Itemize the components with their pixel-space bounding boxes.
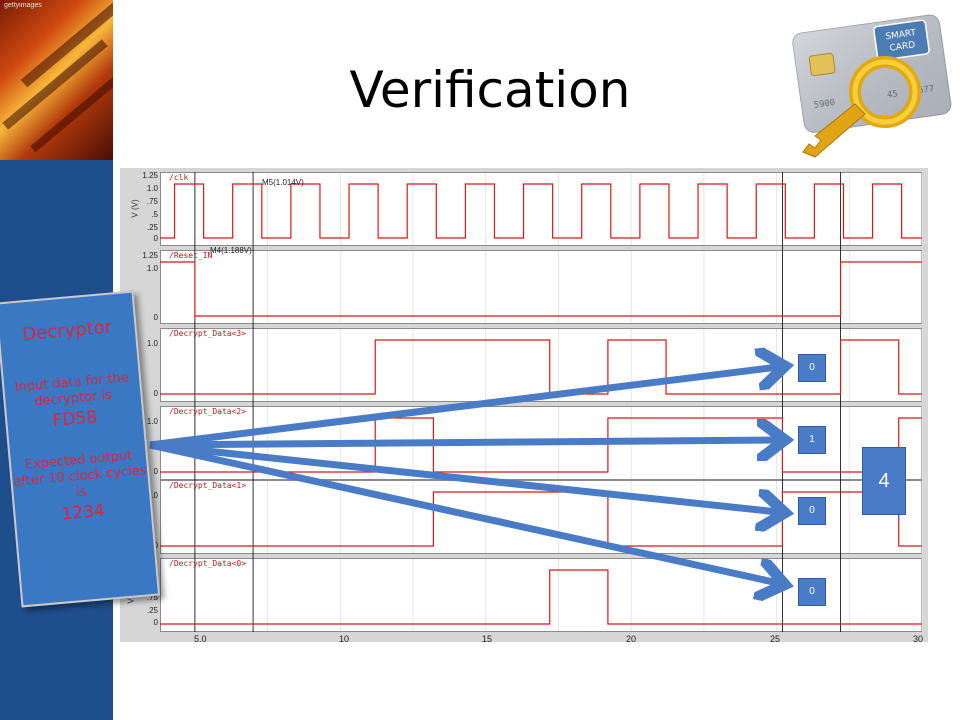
marker-m5-label: M5(1.014V) <box>262 178 304 187</box>
waveform-traces <box>160 172 923 632</box>
decorative-photo: gettyimages <box>0 0 113 160</box>
signal-label: /Reset_IN <box>167 251 215 260</box>
marker-m4-label: M4(1.188V) <box>210 246 252 255</box>
y-tick: 1.25 <box>142 171 158 180</box>
card-number-a: 5900 <box>813 98 836 111</box>
card-text-smart: SMART <box>885 28 917 42</box>
x-tick: 20 <box>626 634 637 644</box>
card-text-card: CARD <box>889 40 916 53</box>
y-tick: 0 <box>153 313 158 322</box>
bit-box-3: 0 <box>798 354 826 382</box>
decryptor-callout: Decryptor Input data for the decryptor i… <box>0 290 161 608</box>
trace-clk <box>160 183 922 239</box>
y-tick: .5 <box>151 210 158 219</box>
y-tick: .25 <box>146 606 158 615</box>
trace-reset <box>160 261 922 317</box>
y-tick: .25 <box>146 223 158 232</box>
y-tick: 0 <box>153 234 158 243</box>
x-tick: 15 <box>482 634 493 644</box>
x-tick: 25 <box>770 634 781 644</box>
bit-box-2: 1 <box>798 426 826 454</box>
signal-label: /Decrypt_Data<3> <box>167 329 249 338</box>
waveform-plot: /clk /Reset_IN /Decrypt_Data<3> /Decrypt… <box>120 168 928 642</box>
bit-box-0: 0 <box>798 578 826 606</box>
card-number-b: 45 <box>886 89 898 100</box>
y-tick: .75 <box>146 593 158 602</box>
decryptor-title: Decryptor <box>21 316 113 346</box>
signal-label: /clk <box>167 173 191 182</box>
trace-data3 <box>160 339 922 395</box>
y-tick: 1.0 <box>146 264 158 273</box>
x-tick: 30 <box>913 634 924 644</box>
y-tick: .75 <box>146 197 158 206</box>
watermark-text: gettyimages <box>4 2 42 9</box>
x-tick: 10 <box>339 634 350 644</box>
waveform-panel-reset: /Reset_IN <box>160 250 922 324</box>
smart-card-key-icon: SMART CARD 5900 45 6677 <box>792 14 952 158</box>
y-tick: 0 <box>153 618 158 627</box>
y-tick: 1.0 <box>146 339 158 348</box>
y-tick: 1.0 <box>146 184 158 193</box>
result-box: 4 <box>862 447 906 515</box>
bit-box-1: 0 <box>798 497 826 525</box>
slide-title: Verification <box>349 61 631 119</box>
y-tick: 1.25 <box>142 251 158 260</box>
x-tick: 5.0 <box>194 634 207 644</box>
